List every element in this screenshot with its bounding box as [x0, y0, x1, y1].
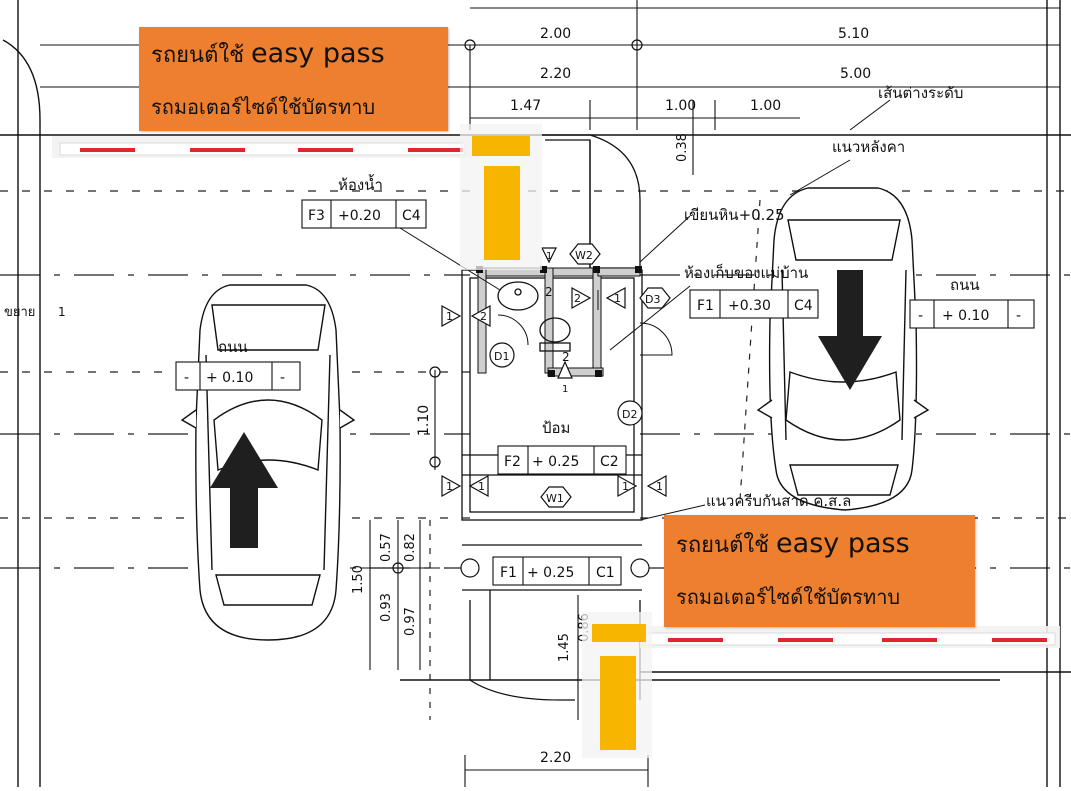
marker-2-c: 2 [545, 285, 553, 299]
tag-bath-level: +0.20 [338, 208, 381, 224]
tag-road-right-level: + 0.10 [942, 308, 989, 324]
marker-1-h: 1 [656, 480, 663, 493]
label-gutter-line: แนวครีบกันสาด ค.ส.ล [706, 492, 851, 510]
marker-1-g: 1 [622, 480, 629, 493]
label-curb: เขียนหิน+0.25 [684, 206, 785, 224]
note-top-emph: easy pass [251, 38, 385, 69]
dim-2-20-bottom: 2.20 [540, 750, 571, 766]
marker-d1: D1 [494, 350, 509, 363]
marker-2-b: 2 [574, 292, 581, 305]
marker-1-b: 1 [614, 292, 621, 305]
label-detail-no: 1 [58, 305, 66, 319]
car-left [180, 284, 356, 641]
dim-2-00-top: 2.00 [540, 26, 571, 42]
dim-0-38: 0.38 [675, 133, 690, 162]
marker-w1: W1 [546, 492, 564, 505]
booth-structure [461, 134, 643, 701]
label-bathroom: ห้องน้ำ [338, 174, 383, 194]
note-bottom: รถยนต์ใช้ easy pass รถมอเตอร์ไซด์ใช้บัตร… [664, 515, 975, 627]
barrier-gate-bottom [582, 612, 1060, 758]
label-level-line: เส้นต่างระดับ [878, 84, 963, 102]
leader-lines [399, 99, 891, 521]
label-storage: ห้องเก็บของแม่บ้าน [684, 263, 808, 282]
dim-2-20: 2.20 [540, 66, 571, 82]
note-bottom-line1: รถยนต์ใช้ easy pass [676, 527, 910, 562]
marker-d2: D2 [622, 408, 637, 421]
tag-booth-ceiling: C2 [600, 454, 619, 470]
level-tags: F3 +0.20 C4 F1 +0.30 C4 F2 + 0.25 C2 F1 … [184, 208, 1021, 581]
marker-w2: W2 [575, 249, 593, 262]
dim-1-47: 1.47 [510, 98, 541, 114]
tag-storage-floor: F1 [697, 298, 714, 314]
dim-0-57: 0.57 [379, 533, 394, 562]
note-bottom-prefix: รถยนต์ใช้ [676, 533, 770, 558]
tag-booth-floor: F2 [504, 454, 521, 470]
tag-road-right-b: - [1016, 308, 1021, 324]
label-road-left: ถนน [218, 338, 248, 356]
label-detail: ขยาย [4, 305, 35, 320]
note-bottom-line2: รถมอเตอร์ไซด์ใช้บัตรทาบ [676, 585, 901, 609]
marker-2-a: 2 [480, 310, 487, 323]
tag-bath-floor: F3 [308, 208, 325, 224]
tag-road-right-a: - [918, 308, 923, 324]
dim-5-10: 5.10 [838, 26, 869, 42]
element-tags [460, 243, 671, 578]
marker-2-d: 2 [562, 350, 570, 364]
note-top-prefix: รถยนต์ใช้ [151, 43, 245, 68]
marker-d3: D3 [645, 293, 660, 306]
dim-5-00: 5.00 [840, 66, 871, 82]
level-tag-boxes [175, 199, 1035, 586]
toilet-fixture [497, 281, 571, 352]
label-booth: ป้อม [542, 419, 570, 437]
dim-1-45: 1.45 [557, 633, 572, 662]
tag-storage-ceiling: C4 [794, 298, 813, 314]
label-road-right: ถนน [950, 276, 980, 294]
marker-1-f: 1 [478, 480, 485, 493]
marker-1-d: 1 [562, 384, 568, 395]
note-top-line2: รถมอเตอร์ไซด์ใช้บัตรทาบ [151, 95, 376, 119]
direction-arrow-down [818, 270, 882, 390]
dim-1-50: 1.50 [351, 565, 366, 594]
tag-road-left-level: + 0.10 [206, 370, 253, 386]
dim-1-00-b: 1.00 [750, 98, 781, 114]
marker-1-c: 1 [546, 251, 552, 262]
tag-bath-ceiling: C4 [402, 208, 421, 224]
tag-booth-level: + 0.25 [532, 454, 579, 470]
door-swings [497, 290, 673, 356]
tag-island-level: + 0.25 [527, 565, 574, 581]
room-labels: เส้นต่างระดับ แนวหลังคา ห้องน้ำ เขียนหิน… [4, 84, 980, 510]
marker-labels: W2 W1 D1 D2 D3 1 2 2 1 1 2 2 1 1 1 1 1 [446, 249, 663, 505]
marker-1-a: 1 [446, 310, 453, 323]
tag-road-left-b: - [280, 370, 285, 386]
direction-arrow-up [210, 432, 278, 548]
dimension-nodes [392, 39, 643, 574]
label-roof-line: แนวหลังคา [832, 138, 905, 156]
dim-1-00-a: 1.00 [665, 98, 696, 114]
note-bottom-emph: easy pass [776, 528, 910, 559]
tag-island-ceiling: C1 [596, 565, 615, 581]
note-top-line1: รถยนต์ใช้ easy pass [151, 37, 385, 72]
marker-1-e: 1 [446, 480, 453, 493]
dim-0-82: 0.82 [403, 533, 418, 562]
dim-0-97: 0.97 [403, 607, 418, 636]
section-markers [441, 247, 667, 498]
tag-island-floor: F1 [500, 565, 517, 581]
tag-road-left-a: - [184, 370, 189, 386]
note-top: รถยนต์ใช้ easy pass รถมอเตอร์ไซด์ใช้บัตร… [139, 27, 448, 131]
barrier-gate-top [52, 124, 542, 270]
tag-storage-level: +0.30 [728, 298, 771, 314]
dim-1-10: 1.10 [416, 405, 432, 436]
dim-0-93: 0.93 [379, 593, 394, 622]
